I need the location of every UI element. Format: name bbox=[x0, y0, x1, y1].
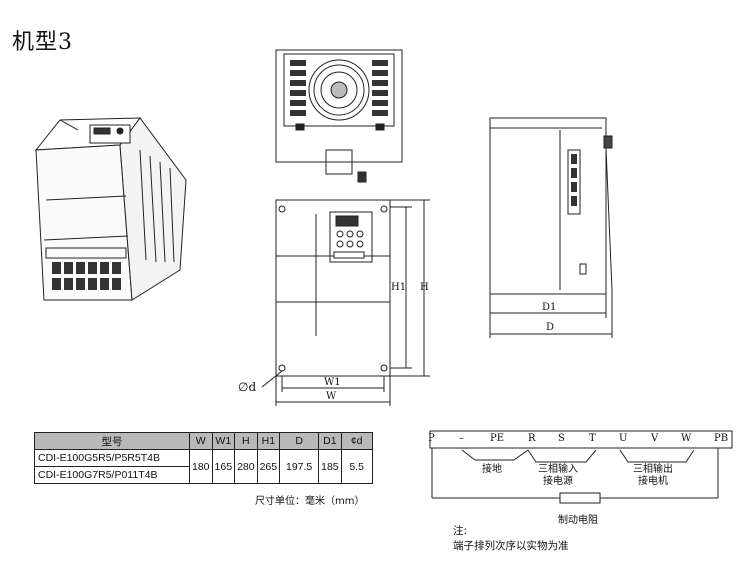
spec-table: 型号 W W1 H H1 D D1 ¢d CDI-E100G5R5/P5R5T4… bbox=[34, 432, 373, 484]
value-d: 197.5 bbox=[279, 449, 320, 484]
value-h: 280 bbox=[234, 449, 258, 484]
brake-resistor-label: 制动电阻 bbox=[558, 515, 598, 526]
header-h1: H1 bbox=[256, 432, 281, 450]
terminal-s: S bbox=[558, 433, 565, 444]
table-row: CDI-E100G5R5/P5R5T4B 180 165 280 265 197… bbox=[34, 449, 373, 484]
header-w: W bbox=[189, 432, 213, 450]
terminal-pe: PE bbox=[490, 433, 505, 444]
dim-w1-label: W1 bbox=[324, 377, 341, 388]
terminal-pb: PB bbox=[714, 433, 729, 444]
terminal-t: T bbox=[589, 433, 596, 444]
side-view bbox=[489, 117, 613, 338]
unit-note: 尺寸单位：毫米（mm） bbox=[255, 496, 365, 507]
input-label-2: 接电源 bbox=[543, 476, 573, 487]
header-d1: D1 bbox=[318, 432, 342, 450]
value-d1: 185 bbox=[318, 449, 342, 484]
note-line-1: 注: bbox=[453, 525, 468, 537]
front-view bbox=[261, 199, 430, 406]
value-hole: 5.5 bbox=[340, 449, 373, 484]
value-w: 180 bbox=[189, 449, 213, 484]
header-hole: ¢d bbox=[340, 432, 373, 450]
terminal-w: W bbox=[681, 433, 692, 444]
terminal-v: V bbox=[651, 433, 659, 444]
header-model: 型号 bbox=[34, 432, 190, 450]
ground-label: 接地 bbox=[482, 464, 502, 475]
terminal-r: R bbox=[528, 433, 536, 444]
header-h: H bbox=[234, 432, 258, 450]
value-h1: 265 bbox=[256, 449, 281, 484]
header-d: D bbox=[279, 432, 320, 450]
dim-hole-label: ∅d bbox=[238, 380, 257, 394]
spec-table-header: 型号 W W1 H H1 D D1 ¢d bbox=[34, 432, 373, 450]
dim-h1-label: H1 bbox=[391, 282, 407, 293]
terminal-u: U bbox=[619, 433, 628, 444]
terminal-p: P bbox=[428, 433, 435, 444]
input-label-1: 三相输入 bbox=[538, 464, 578, 475]
table-row: CDI-E100G7R5/P011T4B bbox=[34, 466, 373, 484]
note-line-2: 端子排列次序以实物为准 bbox=[453, 540, 569, 552]
model-cell: CDI-E100G5R5/P5R5T4B bbox=[34, 449, 190, 467]
output-label-2: 接电机 bbox=[638, 476, 668, 487]
page-title: 机型3 bbox=[12, 30, 73, 55]
notes: 注: 端子排列次序以实物为准 bbox=[453, 524, 569, 554]
header-w1: W1 bbox=[211, 432, 236, 450]
value-w1: 165 bbox=[211, 449, 236, 484]
dim-w-label: W bbox=[326, 391, 337, 402]
dim-h-label: H bbox=[420, 282, 429, 293]
top-view bbox=[275, 49, 403, 183]
isometric-view bbox=[34, 117, 187, 301]
terminal-minus: – bbox=[459, 433, 464, 444]
dim-d1-label: D1 bbox=[542, 302, 557, 313]
terminal-diagram bbox=[429, 430, 733, 504]
model-cell: CDI-E100G7R5/P011T4B bbox=[34, 466, 190, 484]
dim-d-label: D bbox=[546, 322, 555, 333]
output-label-1: 三相输出 bbox=[633, 464, 673, 475]
